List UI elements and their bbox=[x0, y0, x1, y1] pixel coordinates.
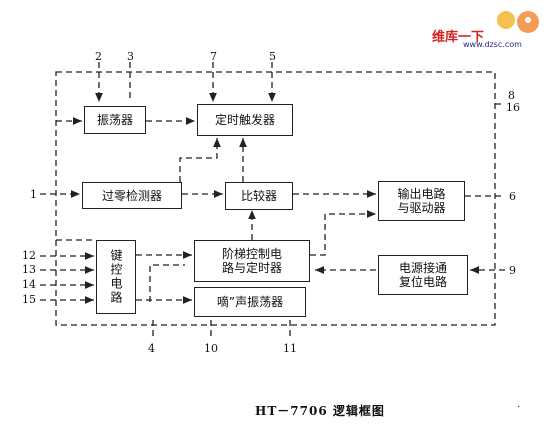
pin-13-label: 13 bbox=[22, 263, 36, 276]
pin-10-label: 10 bbox=[204, 342, 218, 355]
keyboard-circuit-label: 键控电路 bbox=[109, 249, 123, 305]
power-reset-label: 电源接通 复位电路 bbox=[398, 261, 447, 289]
watermark-name: 维库一下 bbox=[432, 30, 485, 45]
zero-cross-detector-block: 过零检测器 bbox=[82, 182, 182, 209]
output-driver-block: 输出电路 与驱动器 bbox=[378, 181, 465, 221]
pin-15-label: 15 bbox=[22, 293, 36, 306]
pin-9-label: 9 bbox=[509, 264, 516, 277]
chip-boundary bbox=[55, 71, 496, 326]
output-driver-label: 输出电路 与驱动器 bbox=[397, 187, 446, 215]
pin-3-label: 3 bbox=[127, 50, 134, 63]
diagram-caption: HT－7706 逻辑框图 bbox=[255, 404, 385, 418]
step-control-label: 阶梯控制电 路与定时器 bbox=[221, 247, 282, 275]
pin-7-label: 7 bbox=[210, 50, 217, 63]
pin-14-label: 14 bbox=[22, 278, 36, 291]
power-reset-block: 电源接通 复位电路 bbox=[378, 255, 468, 295]
beep-oscillator-label: 嘀”声振荡器 bbox=[216, 295, 284, 309]
pin-4-label: 4 bbox=[148, 342, 155, 355]
beep-oscillator-block: 嘀”声振荡器 bbox=[194, 287, 306, 317]
oscillator-label: 振荡器 bbox=[96, 113, 133, 127]
zero-cross-label: 过零检测器 bbox=[101, 188, 162, 203]
pin-16-label: 16 bbox=[506, 101, 520, 114]
pin-5-label: 5 bbox=[269, 50, 276, 63]
pin-11-label: 11 bbox=[283, 342, 297, 355]
comparator-block: 比较器 bbox=[225, 182, 293, 210]
keyboard-circuit-block: 键控电路 bbox=[96, 240, 136, 314]
watermark-logo bbox=[497, 11, 539, 33]
timer-trigger-label: 定时触发器 bbox=[214, 113, 275, 127]
timer-trigger-block: 定时触发器 bbox=[197, 104, 293, 136]
step-control-timer-block: 阶梯控制电 路与定时器 bbox=[194, 240, 310, 282]
comparator-label: 比较器 bbox=[240, 189, 277, 203]
pin-6-label: 6 bbox=[509, 190, 516, 203]
pin-12-label: 12 bbox=[22, 249, 36, 262]
oscillator-block: 振荡器 bbox=[84, 106, 146, 134]
pin-1-label: 1 bbox=[30, 188, 37, 201]
pin-2-label: 2 bbox=[95, 50, 102, 63]
stray-mark: · bbox=[517, 402, 521, 413]
watermark-url: www.dzsc.com bbox=[463, 40, 522, 49]
pin-8-label: 8 bbox=[508, 89, 515, 102]
